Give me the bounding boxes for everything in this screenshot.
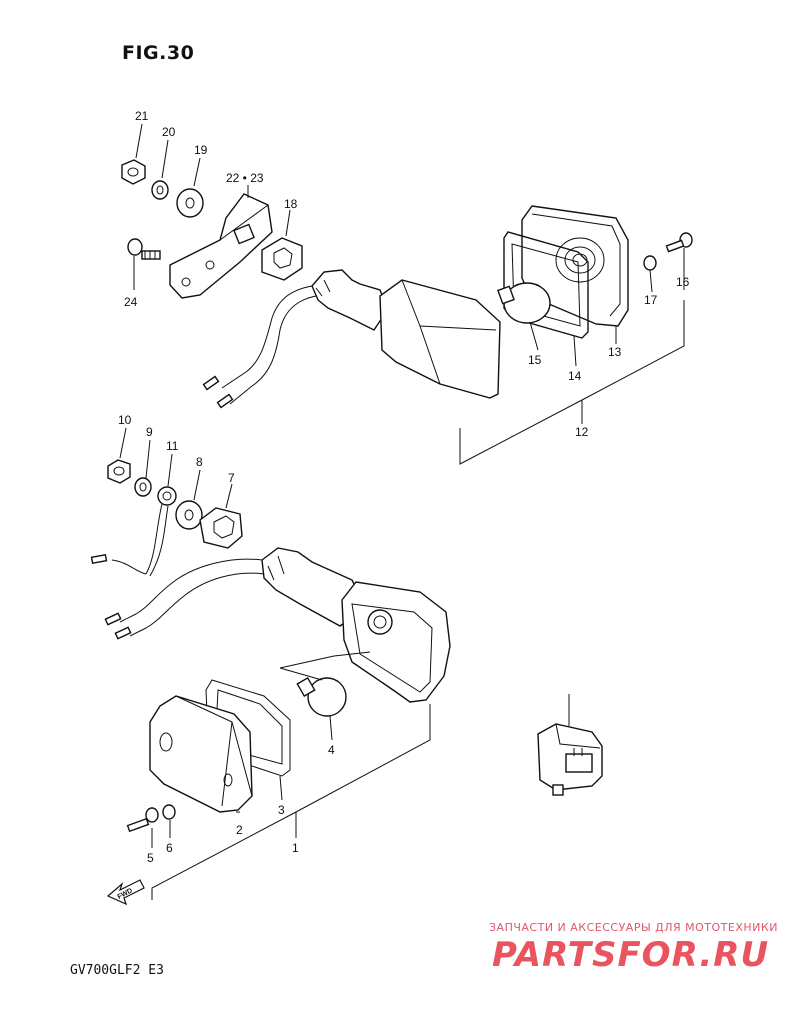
callout-9: 9	[146, 425, 153, 439]
callout-22-23: 22 • 23	[226, 171, 264, 185]
callout-10: 10	[118, 413, 132, 427]
callout-24: 24	[124, 295, 138, 309]
part-9-lock-washer	[134, 477, 152, 497]
callout-4: 4	[328, 743, 335, 757]
callout-3: 3	[278, 803, 285, 817]
callout-2: 2	[236, 823, 243, 837]
part-20-lock-washer	[151, 180, 169, 200]
callout-19: 19	[194, 143, 208, 157]
upper-signal-assembly	[202, 269, 501, 409]
lower-signal-assembly	[104, 547, 451, 703]
part-11-ground-lug	[90, 486, 177, 577]
part-5-screw	[126, 807, 159, 833]
fwd-arrow-icon: FWD	[106, 879, 145, 906]
part-24-bolt	[127, 238, 161, 260]
watermark-logo: PARTSFOR.RU	[492, 935, 770, 975]
part-15-bulb	[497, 282, 551, 324]
callout-16: 16	[676, 275, 690, 289]
callout-20: 20	[162, 125, 176, 139]
callout-17: 17	[644, 293, 658, 307]
part-19-washer	[176, 188, 204, 218]
part-4-bulb	[296, 676, 347, 717]
part-18-grommet	[261, 237, 303, 281]
part-22-23-bracket	[169, 193, 273, 299]
callout-13: 13	[608, 345, 622, 359]
callout-6: 6	[166, 841, 173, 855]
part-7-grommet	[199, 507, 243, 549]
part-25-relay	[537, 723, 603, 796]
callout-14: 14	[568, 369, 582, 383]
callout-15: 15	[528, 353, 542, 367]
callout-8: 8	[196, 455, 203, 469]
leader-lines-upper	[133, 123, 685, 465]
part-21-nut	[121, 159, 146, 185]
callout-21: 21	[135, 109, 149, 123]
part-10-nut	[107, 459, 131, 484]
callout-5: 5	[147, 851, 154, 865]
part-2-lens	[149, 695, 253, 813]
watermark-tagline: ЗАПЧАСТИ И АКСЕССУАРЫ ДЛЯ МОТОТЕХНИКИ	[489, 921, 778, 934]
figure-title: FIG.30	[122, 42, 195, 64]
leader-lines-lower	[119, 427, 570, 900]
callout-7: 7	[228, 471, 235, 485]
callout-18: 18	[284, 197, 298, 211]
part-6-washer	[162, 804, 176, 820]
part-16-screw	[665, 232, 693, 253]
model-code: GV700GLF2 E3	[70, 963, 164, 978]
callout-labels: 21 20 19 22 • 23 18 24 16 17 15 13 14 12…	[118, 109, 690, 865]
part-8-washer	[175, 500, 203, 530]
callout-12: 12	[575, 425, 589, 439]
callout-11: 11	[166, 439, 179, 453]
callout-1: 1	[292, 841, 299, 855]
part-17-washer	[643, 255, 657, 271]
